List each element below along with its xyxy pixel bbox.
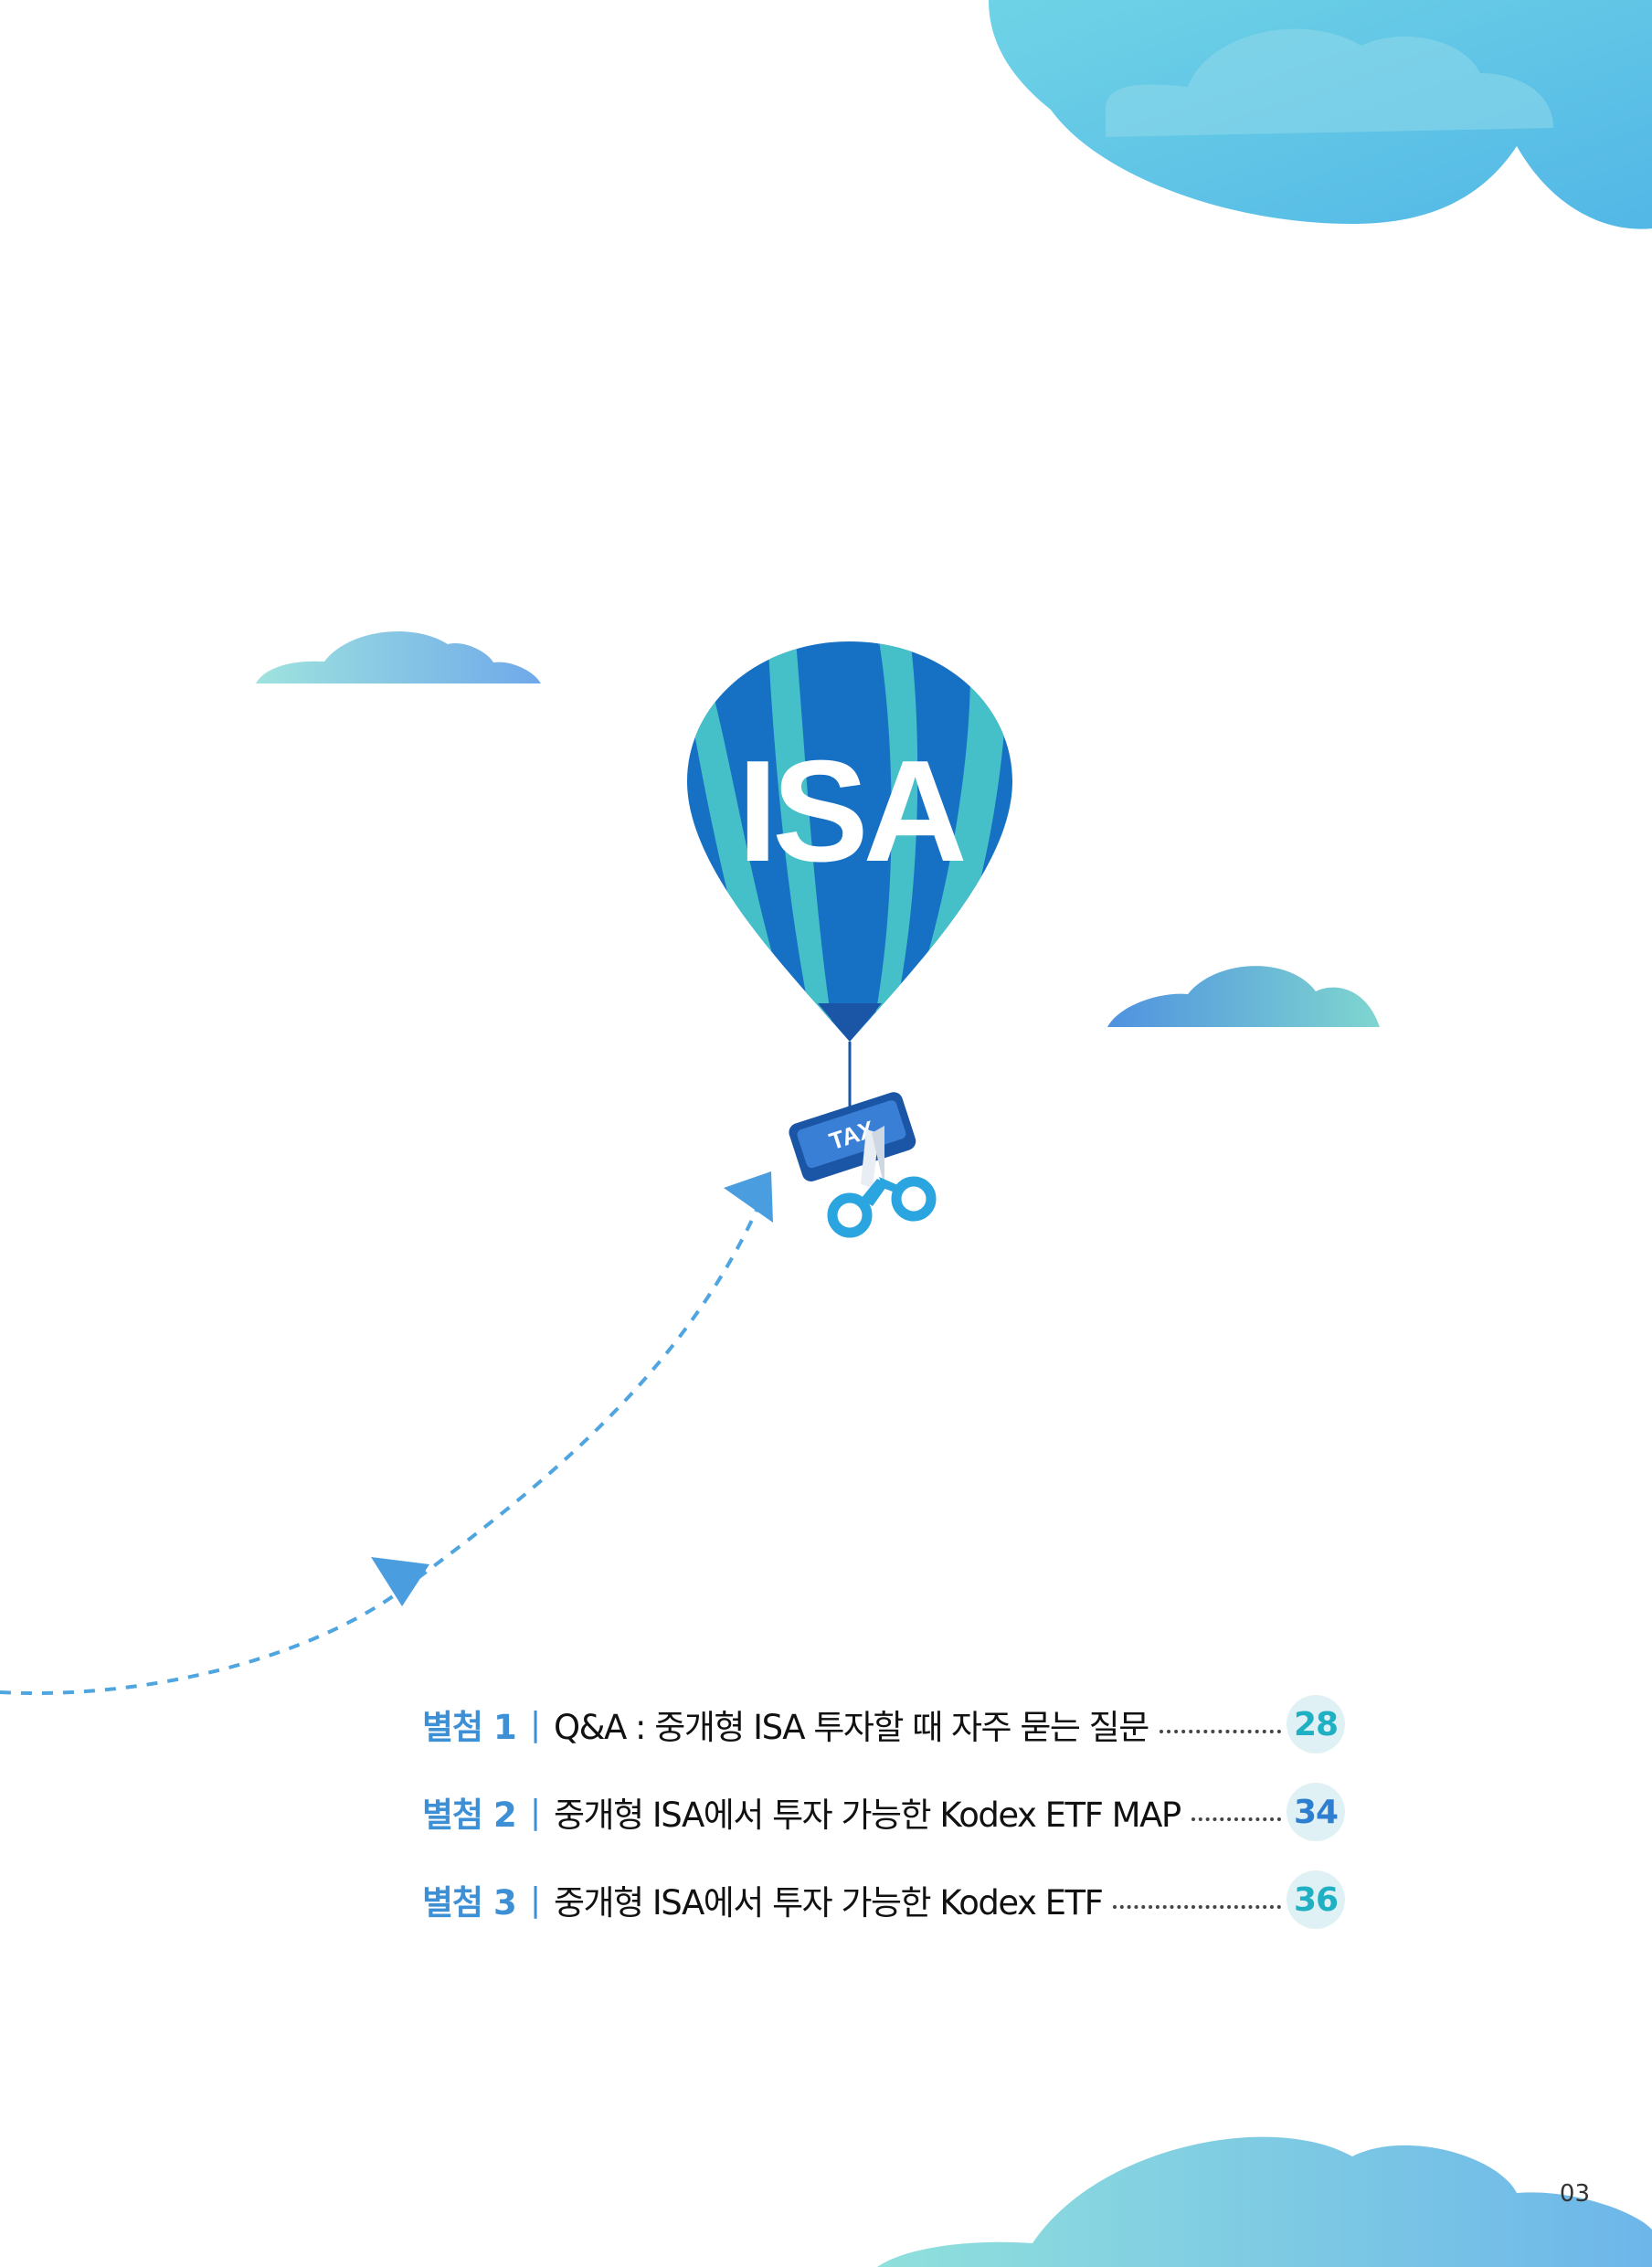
appendix-title: 중개형 ISA에서 투자 가능한 Kodex ETF MAP (554, 1796, 1181, 1835)
hot-air-balloon-icon: ISA (687, 641, 1012, 1110)
leader-dots (1159, 1726, 1281, 1733)
separator: | (530, 1793, 542, 1831)
page-badge: 28 (1287, 1695, 1345, 1753)
tax-ticket-icon: TAX (789, 1092, 916, 1181)
appendix-title: 중개형 ISA에서 투자 가능한 Kodex ETF (554, 1883, 1104, 1923)
appendix-label: 별첨 3 (422, 1883, 517, 1923)
appendix-label: 별첨 2 (422, 1796, 517, 1835)
page-badge: 34 (1287, 1783, 1345, 1841)
leader-dots (1113, 1902, 1281, 1909)
appendix-list: 별첨 1 | Q&A : 중개형 ISA 투자할 때 자주 묻는 질문 28 별… (422, 1695, 1345, 1958)
arrow-head-icon (724, 1171, 773, 1223)
balloon-label: ISA (737, 731, 963, 892)
separator: | (530, 1705, 542, 1743)
cloud-bottom (877, 2136, 1652, 2267)
appendix-item-1[interactable]: 별첨 1 | Q&A : 중개형 ISA 투자할 때 자주 묻는 질문 28 (422, 1695, 1345, 1753)
scissors-icon (827, 1126, 937, 1238)
cloud-left (256, 631, 541, 683)
appendix-title: Q&A : 중개형 ISA 투자할 때 자주 묻는 질문 (554, 1708, 1149, 1747)
appendix-label: 별첨 1 (422, 1708, 517, 1747)
cloud-top-right (989, 0, 1652, 229)
flight-path (0, 1171, 773, 1695)
cloud-right (1107, 966, 1380, 1027)
appendix-item-3[interactable]: 별첨 3 | 중개형 ISA에서 투자 가능한 Kodex ETF 36 (422, 1870, 1345, 1929)
separator: | (530, 1880, 542, 1919)
arrow-head-icon (371, 1557, 429, 1606)
page-number: 03 (1559, 2180, 1590, 2208)
leader-dots (1191, 1814, 1281, 1821)
page-badge: 36 (1287, 1870, 1345, 1929)
appendix-item-2[interactable]: 별첨 2 | 중개형 ISA에서 투자 가능한 Kodex ETF MAP 34 (422, 1783, 1345, 1841)
